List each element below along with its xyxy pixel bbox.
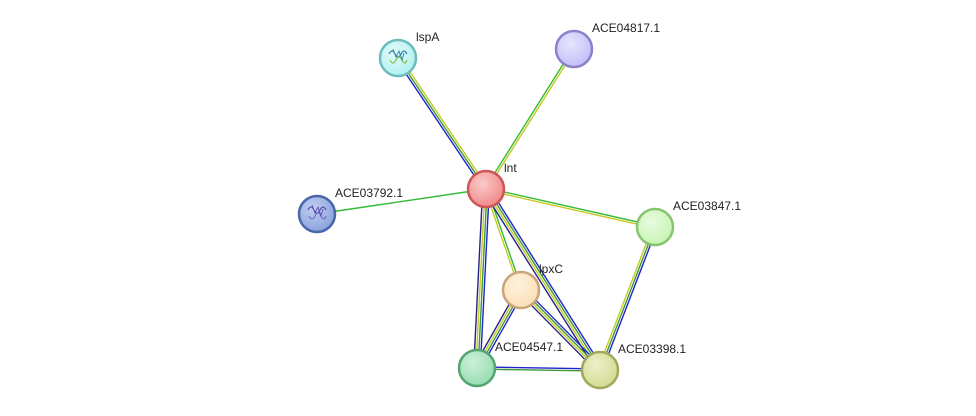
edge-evidence-line <box>599 226 656 371</box>
edge-evidence-line <box>316 188 487 215</box>
node-label: ACE03398.1 <box>618 342 686 356</box>
node-ace03398-1[interactable]: ACE03398.1 <box>580 342 686 390</box>
node-ace03792-1[interactable]: ACE03792.1 <box>297 186 403 234</box>
edge-evidence-line <box>399 56 489 189</box>
node-circle[interactable] <box>457 348 497 388</box>
edge-evidence-line <box>484 48 574 189</box>
node-label: ACE04817.1 <box>592 21 660 35</box>
edge-evidence-line <box>486 49 576 190</box>
node-circle[interactable] <box>501 270 541 310</box>
node-circle[interactable] <box>580 350 620 390</box>
edge-ace04547-1-ace03398-1[interactable] <box>476 366 601 372</box>
node-lspa[interactable]: lspA <box>378 30 439 78</box>
edge-evidence-line <box>477 189 488 369</box>
node-lnt[interactable]: lnt <box>466 161 517 209</box>
node-ace03847-1[interactable]: ACE03847.1 <box>635 199 741 247</box>
node-label: lspA <box>416 30 439 44</box>
node-label: lpxC <box>539 262 563 276</box>
node-label: ACE03792.1 <box>335 186 403 200</box>
node-circle[interactable] <box>635 207 675 247</box>
edge-evidence-line <box>597 225 654 370</box>
edge-evidence-line <box>484 189 600 371</box>
edge-lnt-ace04817-1[interactable] <box>484 48 576 190</box>
edge-evidence-line <box>395 58 485 191</box>
protein-structure-icon <box>388 48 408 64</box>
node-ace04547-1[interactable]: ACE04547.1 <box>457 340 563 388</box>
edge-evidence-line <box>486 188 602 370</box>
protein-structure-icon <box>307 204 327 220</box>
node-circle[interactable] <box>466 169 506 209</box>
edge-evidence-line <box>476 368 600 372</box>
edge-evidence-line <box>473 188 484 368</box>
edge-ace03847-1-ace03398-1[interactable] <box>597 225 658 372</box>
edge-evidence-line <box>601 227 658 372</box>
edge-evidence-line <box>475 188 486 368</box>
edge-evidence-line <box>479 189 490 369</box>
edge-evidence-line <box>485 189 655 229</box>
edges-layer <box>316 48 658 373</box>
edge-evidence-line <box>486 187 656 227</box>
node-circle[interactable] <box>554 29 594 69</box>
edge-lnt-ace03398-1[interactable] <box>482 186 604 373</box>
node-label: ACE03847.1 <box>673 199 741 213</box>
edge-lnt-ace03847-1[interactable] <box>485 187 656 229</box>
edge-lnt-lspa[interactable] <box>395 56 489 191</box>
node-lpxc[interactable]: lpxC <box>501 262 563 310</box>
edge-lnt-ace03792-1[interactable] <box>316 188 487 215</box>
node-label: lnt <box>504 161 517 175</box>
edge-lnt-ace04547-1[interactable] <box>473 188 490 369</box>
node-ace04817-1[interactable]: ACE04817.1 <box>554 21 660 69</box>
edge-evidence-line <box>477 366 601 370</box>
node-label: ACE04547.1 <box>495 340 563 354</box>
edge-evidence-line <box>397 57 487 190</box>
edge-evidence-line <box>482 190 598 373</box>
edge-evidence-line <box>488 186 604 369</box>
